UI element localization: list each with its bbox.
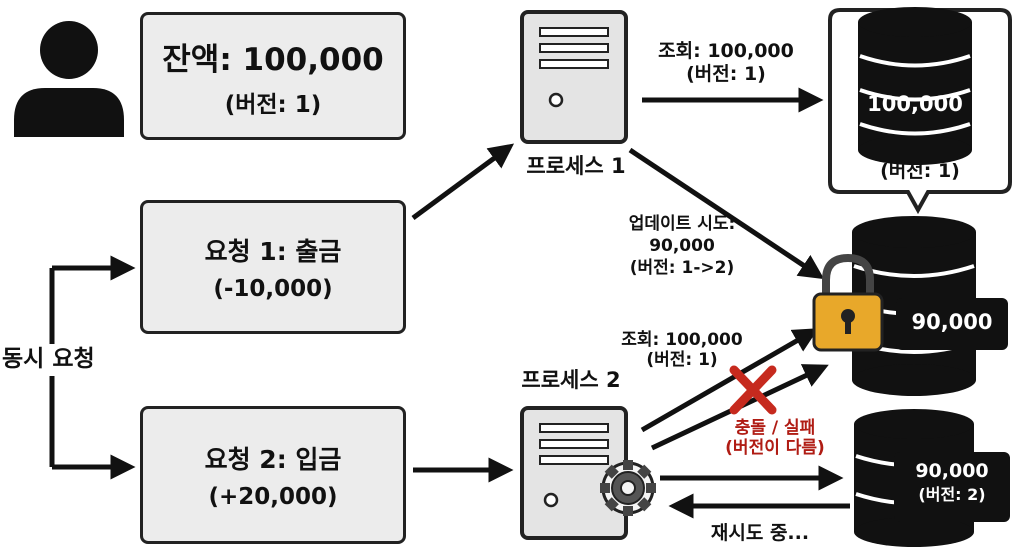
p1-read-line1: 조회: 100,000	[658, 40, 794, 62]
locked-value-badge	[896, 298, 1008, 350]
conflict-label: 충돌 / 실패 (버전이 다름)	[700, 418, 850, 459]
p1-update-line2: 90,000	[649, 235, 715, 256]
person-icon	[14, 21, 124, 137]
balance-box: 잔액: 100,000 (버전: 1)	[140, 12, 406, 140]
server-icon	[520, 406, 628, 540]
p1-read-line2: (버전: 1)	[686, 62, 766, 85]
cross-icon	[729, 365, 777, 415]
db-top-value: 100,000	[867, 92, 963, 116]
server-icon	[520, 10, 628, 144]
p1-update-line1: 업데이트 시도:	[628, 214, 736, 234]
request2-box: 요청 2: 입금 (+20,000)	[140, 406, 406, 544]
request2-amount: (+20,000)	[208, 484, 338, 510]
arrow-p1-update	[628, 147, 825, 280]
balance-version: (버전: 1)	[224, 91, 322, 118]
db-bottom-value: 90,000 (버전: 2)	[894, 460, 1010, 504]
p1-update-line3: (버전: 1->2)	[629, 257, 735, 278]
conflict-line1: 충돌 / 실패	[734, 418, 816, 438]
balance-title: 잔액: 100,000	[162, 41, 384, 78]
gear-icon	[600, 460, 656, 516]
db-locked-value: 90,000	[911, 310, 993, 334]
arrow-p2-read-a	[640, 328, 819, 433]
p2-read-line1: 조회: 100,000	[621, 330, 743, 350]
db-top-version: (버전: 1)	[880, 160, 960, 182]
bottom-value-badge	[894, 452, 1010, 522]
request1-box: 요청 1: 출금 (-10,000)	[140, 200, 406, 334]
retry-label: 재시도 중...	[710, 522, 810, 544]
request1-title: 요청 1: 출금	[204, 237, 342, 266]
database-icon	[858, 7, 972, 165]
process1-label: 프로세스 1	[526, 154, 626, 178]
p1-update-label: 업데이트 시도: 90,000 (버전: 1->2)	[592, 214, 772, 279]
p1-read-label: 조회: 100,000 (버전: 1)	[640, 40, 812, 86]
conflict-line2: (버전이 다름)	[725, 438, 825, 459]
db-bottom-version: (버전: 2)	[918, 484, 986, 504]
request2-title: 요청 2: 입금	[204, 445, 342, 474]
padlock-icon	[812, 253, 884, 352]
concurrent-label: 동시 요청	[2, 344, 95, 376]
p2-read-label: 조회: 100,000 (버전: 1)	[596, 330, 768, 371]
p2-read-line2: (버전: 1)	[646, 350, 718, 371]
request1-amount: (-10,000)	[213, 276, 333, 302]
db-bottom-amount: 90,000	[915, 460, 989, 482]
process2-label: 프로세스 2	[521, 368, 621, 392]
arrow-request1-to-process1	[411, 143, 515, 221]
